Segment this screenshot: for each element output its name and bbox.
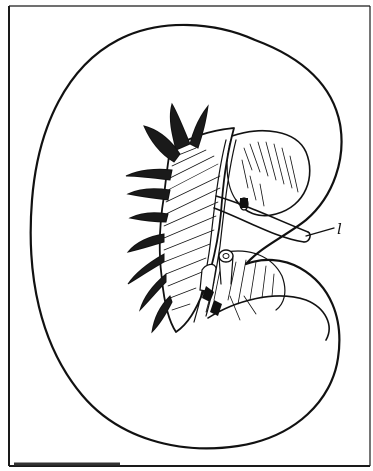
calyx-7: [128, 254, 164, 284]
calyx-6: [128, 234, 164, 252]
calyx-10: [190, 106, 208, 148]
sinus-lower-lip: [208, 296, 329, 340]
calyx-4: [128, 189, 170, 200]
vessel-stub-lower-hole: [223, 254, 229, 259]
calyx-3: [126, 169, 172, 180]
calyx-1: [170, 104, 190, 150]
label-leader-line: [306, 228, 334, 236]
calyx-5: [130, 213, 168, 222]
minor-calyces: [126, 104, 208, 332]
vessel-stub-dark-b: [210, 300, 222, 316]
kidney-outer-capsule: [31, 25, 342, 448]
upper-lip-hatching: [242, 142, 298, 206]
calyx-8: [140, 274, 166, 310]
ureter-label: l: [337, 220, 342, 238]
vessel-stub-upper-body: [240, 198, 248, 208]
ureter-end: [304, 232, 310, 242]
